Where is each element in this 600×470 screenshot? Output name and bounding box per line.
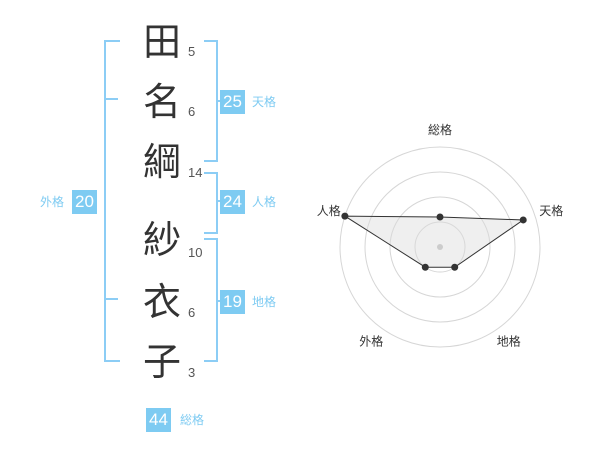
radar-area [343, 215, 525, 268]
bracket-tick [104, 98, 118, 100]
name-char-2: 名 [142, 80, 181, 124]
bracket-tick [216, 200, 222, 202]
name-char-1: 田 [142, 20, 181, 64]
gaikaku-value: 20 [72, 190, 97, 214]
stroke-count-2: 6 [188, 104, 196, 119]
soukaku-value: 44 [146, 408, 171, 432]
radar-ring [339, 146, 541, 348]
chikaku-label: 地格 [252, 295, 277, 309]
radar-ring [364, 171, 516, 323]
radar-axis-label: 総格 [428, 122, 452, 137]
gaikaku-bracket [104, 40, 120, 362]
chikaku-value: 19 [220, 290, 245, 314]
jinkaku-bracket [204, 172, 218, 234]
bracket-tick [216, 100, 222, 102]
radar-center [437, 244, 443, 250]
radar-point [436, 213, 444, 221]
name-char-4: 紗 [142, 218, 181, 262]
bracket-tick [216, 300, 222, 302]
stroke-count-6: 3 [188, 365, 196, 380]
soukaku-label: 総格 [180, 413, 205, 427]
radar-ring [389, 196, 491, 298]
radar-axis-label: 人格 [317, 203, 341, 218]
radar-axis-label: 外格 [359, 334, 383, 349]
stroke-count-3: 14 [188, 165, 203, 180]
stroke-count-1: 5 [188, 44, 196, 59]
name-char-6: 子 [142, 340, 181, 384]
radar-point [341, 212, 349, 220]
gaikaku-label: 外格 [40, 195, 65, 209]
name-char-3: 綱 [142, 140, 181, 184]
stroke-count-4: 10 [188, 245, 203, 260]
stroke-count-5: 6 [188, 305, 196, 320]
radar-point [451, 263, 459, 271]
radar-point [519, 216, 527, 224]
radar-axis-label: 地格 [497, 334, 521, 349]
jinkaku-label: 人格 [252, 195, 277, 209]
name-char-5: 衣 [142, 280, 181, 324]
tenkaku-label: 天格 [252, 95, 277, 109]
bracket-tick [104, 298, 118, 300]
jinkaku-value: 24 [220, 190, 245, 214]
tenkaku-value: 25 [220, 90, 245, 114]
radar-point [421, 263, 429, 271]
radar-axis-label: 天格 [539, 203, 563, 218]
radar-ring [414, 221, 466, 273]
